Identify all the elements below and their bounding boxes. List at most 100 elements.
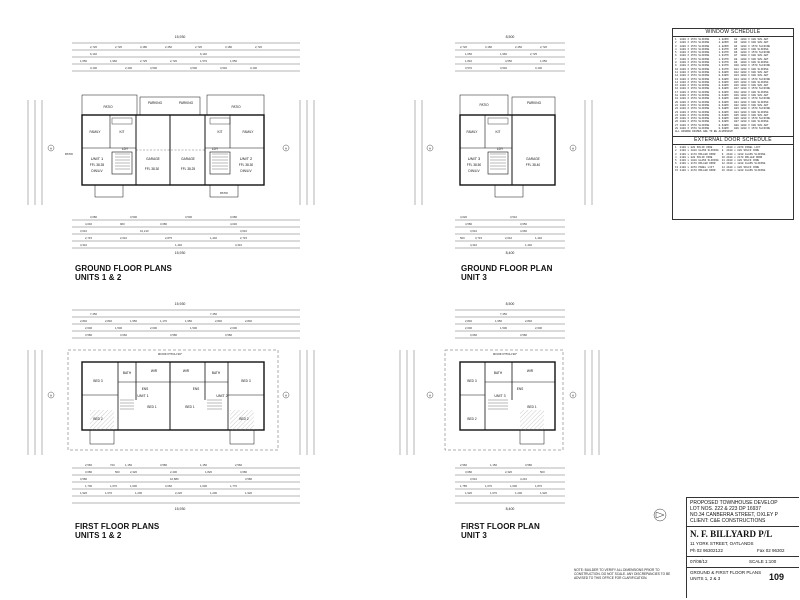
- room-label-family: FAMILY: [466, 130, 478, 134]
- room-label-unit3: UNIT 3: [494, 394, 505, 398]
- svg-text:1,770: 1,770: [230, 484, 237, 488]
- svg-text:3,610: 3,610: [470, 229, 477, 233]
- svg-text:1,920: 1,920: [540, 491, 547, 495]
- room-label-unit2: UNIT 2: [216, 394, 227, 398]
- room-label-ens: ENS: [517, 387, 524, 391]
- firm-fax: Fax 02 96302: [757, 548, 785, 553]
- svg-text:4,580: 4,580: [465, 222, 472, 226]
- svg-text:3,580: 3,580: [170, 333, 177, 337]
- room-label-patio: PATIO: [65, 152, 74, 156]
- room-label-ffl: FFL 38.30: [239, 163, 254, 167]
- svg-text:3,680: 3,680: [240, 470, 247, 474]
- svg-text:A: A: [50, 147, 52, 151]
- svg-text:2,220: 2,220: [175, 491, 182, 495]
- svg-text:500: 500: [115, 470, 120, 474]
- svg-text:2,400: 2,400: [170, 470, 177, 474]
- room-label-bed3: BED 3: [467, 379, 476, 383]
- svg-text:A: A: [572, 147, 574, 151]
- room-label-unit3: UNIT 3: [468, 156, 481, 161]
- window-schedule-rows: 1 1800 X 1570 SLIDING 2.826M² W2 1800 X …: [675, 38, 770, 134]
- room-label-wir: WIR: [183, 369, 190, 373]
- svg-text:2,720: 2,720: [90, 45, 97, 49]
- svg-text:2,875: 2,875: [165, 236, 172, 240]
- room-label-parking: PARKING: [179, 101, 194, 105]
- svg-text:3,650: 3,650: [520, 222, 527, 226]
- drawing-date: 07/08/12: [690, 559, 708, 564]
- room-label-bed1: BED 1: [527, 405, 536, 409]
- firm-address: 11 YORK STREET, OATLANDS: [690, 541, 754, 546]
- svg-text:2,600: 2,600: [85, 326, 92, 330]
- svg-text:3,540: 3,540: [500, 66, 507, 70]
- svg-text:1,870: 1,870: [535, 484, 542, 488]
- svg-text:1,950: 1,950: [185, 319, 192, 323]
- room-label-unit2: UNIT 2: [240, 156, 253, 161]
- svg-text:1,920: 1,920: [465, 491, 472, 495]
- svg-text:2,715: 2,715: [85, 236, 92, 240]
- dim-overall-top: 8,500: [506, 302, 515, 306]
- svg-text:1,950: 1,950: [495, 319, 502, 323]
- svg-text:1,500: 1,500: [190, 326, 197, 330]
- dim-overall-top: 15,930: [175, 35, 186, 39]
- svg-text:4,310: 4,310: [235, 243, 242, 247]
- svg-text:3,610: 3,610: [240, 229, 247, 233]
- room-label-ldy: LDY: [497, 147, 504, 151]
- drawing-scale: SCALE 1:100: [749, 559, 777, 564]
- dim-overall-top: 15,930: [175, 302, 186, 306]
- room-label-parking: PARKING: [148, 101, 163, 105]
- svg-text:2,840: 2,840: [215, 319, 222, 323]
- room-label-ldy: LDY: [122, 147, 129, 151]
- svg-text:1,920: 1,920: [80, 491, 87, 495]
- svg-text:A: A: [429, 394, 431, 398]
- svg-text:1,670: 1,670: [105, 491, 112, 495]
- room-label-family: FAMILY: [89, 130, 101, 134]
- svg-text:1,600: 1,600: [130, 484, 137, 488]
- dim-overall-bottom: 8,400: [506, 251, 515, 255]
- svg-text:3,510: 3,510: [510, 215, 517, 219]
- room-label-kit: KIT: [120, 130, 125, 134]
- svg-text:3,610: 3,610: [80, 229, 87, 233]
- title-block: PROPOSED TOWNHOUSE DEVELOP LOT NOS. 222 …: [686, 497, 799, 598]
- svg-text:10,210: 10,210: [140, 229, 149, 233]
- svg-text:2,450: 2,450: [165, 45, 172, 49]
- svg-text:1,200: 1,200: [210, 491, 217, 495]
- room-label-wir: WIR: [151, 369, 158, 373]
- svg-text:1,650: 1,650: [80, 59, 87, 63]
- svg-text:3,500: 3,500: [150, 66, 157, 70]
- room-label-unit1: UNIT 1: [91, 156, 104, 161]
- room-label-wir: WIR: [527, 369, 534, 373]
- svg-text:6,140: 6,140: [90, 52, 97, 56]
- svg-text:1,785: 1,785: [460, 484, 467, 488]
- svg-text:1,670: 1,670: [110, 484, 117, 488]
- room-label-garage: GARAGE: [526, 157, 540, 161]
- svg-text:4,060: 4,060: [520, 229, 527, 233]
- svg-text:A: A: [572, 394, 574, 398]
- room-label-kit: KIT: [218, 130, 223, 134]
- room-label-patio: PATIO: [479, 103, 489, 107]
- room-label-patio: PATIO: [231, 105, 241, 109]
- svg-text:1,600: 1,600: [510, 484, 517, 488]
- lot-number: LOT NOS. 222 & 223 DP 16937: [690, 506, 761, 512]
- dimension-lines-top: [72, 42, 300, 72]
- svg-text:500: 500: [460, 236, 465, 240]
- svg-text:3,180: 3,180: [140, 45, 147, 49]
- svg-text:2,725: 2,725: [140, 59, 147, 63]
- room-label-kit: KIT: [496, 130, 501, 134]
- project-address: NO.34 CANBERRA STREET, OXLEY P: [690, 512, 778, 518]
- svg-text:6,140: 6,140: [200, 52, 207, 56]
- room-label-bed2: BED 2: [93, 417, 102, 421]
- svg-text:1,570: 1,570: [200, 59, 207, 63]
- svg-text:3,180: 3,180: [225, 45, 232, 49]
- svg-text:1,440: 1,440: [535, 236, 542, 240]
- svg-text:7,450: 7,450: [210, 312, 217, 316]
- svg-text:2,840: 2,840: [525, 319, 532, 323]
- svg-text:2,720: 2,720: [255, 45, 262, 49]
- roof-pitch-label: ROOF PITCH 30°: [493, 352, 518, 356]
- room-label-parking: PARKING: [527, 101, 542, 105]
- svg-text:7,450: 7,450: [90, 312, 97, 316]
- svg-text:3,715: 3,715: [475, 236, 482, 240]
- svg-text:1,500: 1,500: [500, 326, 507, 330]
- svg-text:2,725: 2,725: [530, 52, 537, 56]
